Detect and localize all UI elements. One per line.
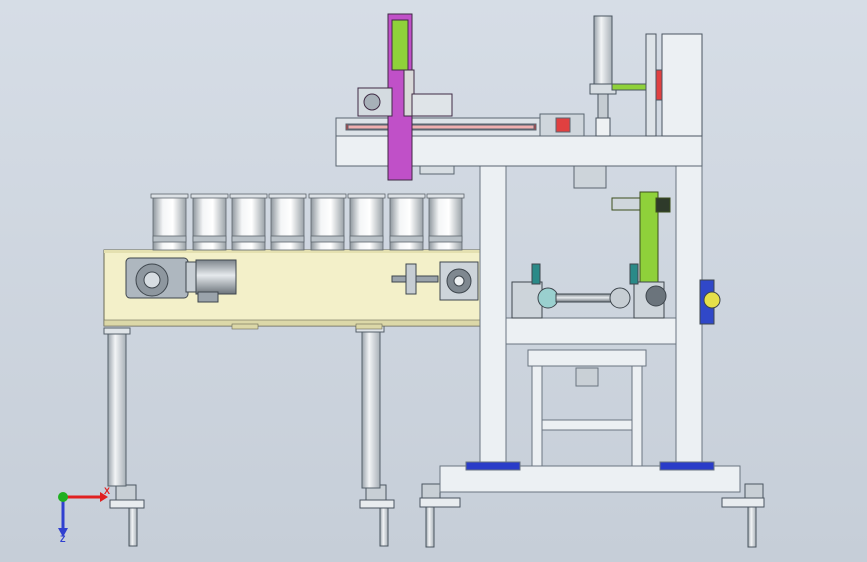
can <box>229 193 268 251</box>
can <box>268 193 307 251</box>
can <box>308 193 347 251</box>
vertical-slide <box>357 13 453 181</box>
leveling-feet <box>109 483 765 548</box>
can <box>150 193 189 251</box>
x-axis-head <box>100 492 108 502</box>
z-axis-head <box>58 528 68 537</box>
can <box>190 193 229 251</box>
can <box>426 193 465 251</box>
y-axis-origin <box>58 492 68 502</box>
pneumatic-cylinder <box>589 15 703 137</box>
can <box>347 193 386 251</box>
conveyor-bearing <box>391 261 479 301</box>
can <box>387 193 426 251</box>
support-frame <box>439 165 741 493</box>
capping-head <box>511 263 721 325</box>
foot-left-2 <box>359 484 395 547</box>
coordinate-triad: X Z <box>58 486 110 544</box>
gear-motor <box>125 257 237 303</box>
z-axis-label: Z <box>60 534 66 544</box>
foot-mid <box>419 483 461 548</box>
can-row <box>150 193 465 251</box>
foot-right <box>721 483 765 548</box>
x-axis-label: X <box>104 486 110 496</box>
green-belt-drive <box>611 191 671 293</box>
conveyor-legs <box>103 325 385 489</box>
foot-left-1 <box>109 484 145 547</box>
